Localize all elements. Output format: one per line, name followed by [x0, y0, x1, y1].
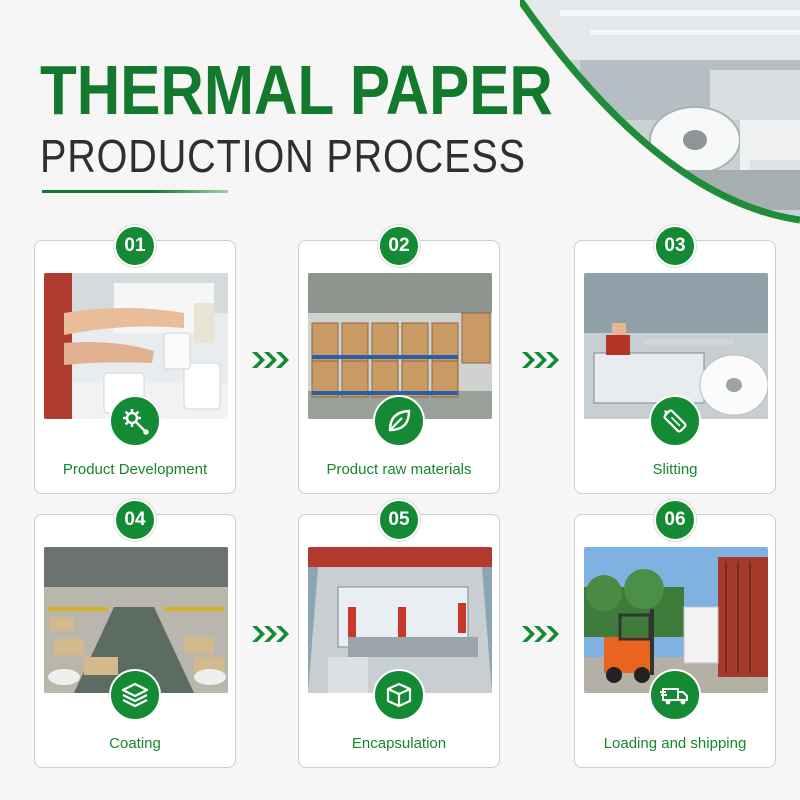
step-label: Encapsulation	[351, 735, 447, 752]
page-subtitle: PRODUCTION PROCESS	[40, 130, 526, 182]
step-label: Coating	[109, 735, 161, 752]
step-card-raw-materials: 02	[298, 225, 500, 494]
step-photo-slitting-machine	[584, 273, 768, 419]
step-photo-warehouse-rolls	[308, 273, 492, 419]
step-number: 04	[114, 499, 156, 541]
gear-wrench-icon	[109, 395, 161, 447]
box-cutter-icon	[649, 395, 701, 447]
hero-factory-image	[520, 0, 800, 235]
step-card-coating: 04	[34, 499, 236, 768]
step-label: Product raw materials	[326, 461, 472, 478]
step-number: 02	[378, 225, 420, 267]
step-number: 05	[378, 499, 420, 541]
step-card-product-development: 01 Product Development	[34, 225, 236, 494]
step-number: 03	[654, 225, 696, 267]
delivery-truck-icon	[649, 669, 701, 721]
step-label: Loading and shipping	[603, 735, 747, 752]
flow-arrow-icon	[252, 626, 289, 642]
step-photo-coating-workshop	[44, 547, 228, 693]
step-card-slitting: 03 Slitting	[574, 225, 776, 494]
flow-arrow-icon	[252, 352, 289, 368]
step-label: Product Development	[62, 461, 208, 478]
step-number: 06	[654, 499, 696, 541]
leaf-icon	[373, 395, 425, 447]
page-title: THERMAL PAPER	[40, 51, 553, 129]
layers-icon	[109, 669, 161, 721]
flow-arrow-icon	[522, 626, 559, 642]
package-icon	[373, 669, 425, 721]
title-divider	[42, 190, 228, 193]
step-photo-encapsulation-machine	[308, 547, 492, 693]
step-card-encapsulation: 05 Encapsulation	[298, 499, 500, 768]
step-label: Slitting	[652, 461, 698, 478]
flow-arrow-icon	[522, 352, 559, 368]
step-card-loading-shipping: 06	[574, 499, 776, 768]
step-number: 01	[114, 225, 156, 267]
